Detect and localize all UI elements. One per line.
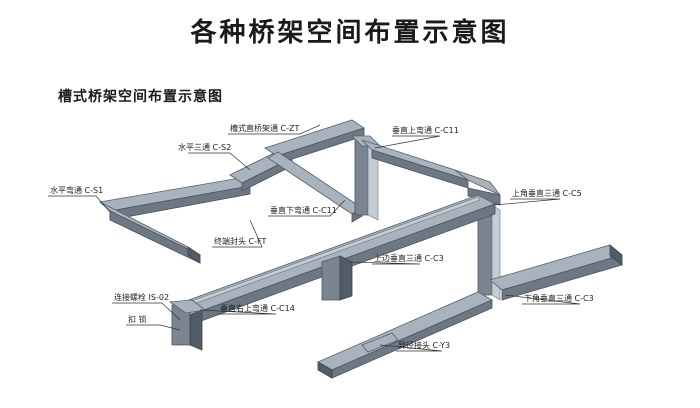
label-end-cap: 终端封头 C-FT (214, 236, 266, 246)
diagram-subtitle: 槽式桥架空间布置示意图 (58, 89, 223, 105)
label-bolt: 连接螺栓 IS-02 (114, 292, 169, 302)
riser (354, 139, 369, 216)
left-end-riser (168, 299, 206, 351)
end-cap (609, 244, 623, 266)
upper-left-loop (99, 119, 365, 264)
label-h-elbow: 水平弯通 C-S1 (50, 185, 103, 195)
reducer (361, 332, 399, 353)
label-lower-tee: 下角垂直三通 C-C3 (524, 293, 594, 303)
right-branch-run (489, 244, 623, 301)
label-buckle: 扣 锁 (128, 314, 147, 324)
label-side-tee: 上边垂直三通 C-C3 (374, 253, 444, 263)
riser (491, 204, 501, 301)
label-reducer: 异径接头 C-Y3 (398, 340, 450, 350)
center-riser (351, 135, 381, 221)
label-straight: 槽式直桥架通 C-ZT (230, 123, 299, 133)
right-riser (477, 204, 501, 301)
tray-segment (371, 149, 469, 189)
lower-front-run (317, 291, 493, 379)
label-corner-tee: 上角垂直三通 C-C5 (512, 188, 582, 198)
tray-segment (331, 299, 493, 379)
support-post (321, 255, 341, 301)
tray-segment (317, 291, 493, 371)
support-post (339, 255, 353, 301)
end-cap (317, 361, 333, 379)
upper-right-run (361, 139, 501, 206)
tray-segment (267, 151, 363, 215)
label-down-elbow: 垂直下弯通 C-C11 (270, 205, 337, 215)
riser (189, 309, 203, 351)
label-up-elbow: 垂直上弯通 C-C11 (392, 125, 459, 135)
labels: 槽式直桥架通 C-ZT 水平三通 C-S2 水平弯通 C-S1 垂直下弯通 C-… (50, 123, 594, 350)
leader-lines (48, 124, 581, 352)
end-cap (187, 246, 201, 264)
side-tee-post (321, 255, 353, 301)
tray-corner (467, 187, 501, 206)
label-h-tee: 水平三通 C-S2 (178, 142, 231, 152)
tray-segment (109, 210, 201, 264)
label-right-up-elbow: 垂直右上弯通 C-C14 (220, 303, 295, 313)
page-title: 各种桥架空间布置示意图 (190, 18, 510, 48)
